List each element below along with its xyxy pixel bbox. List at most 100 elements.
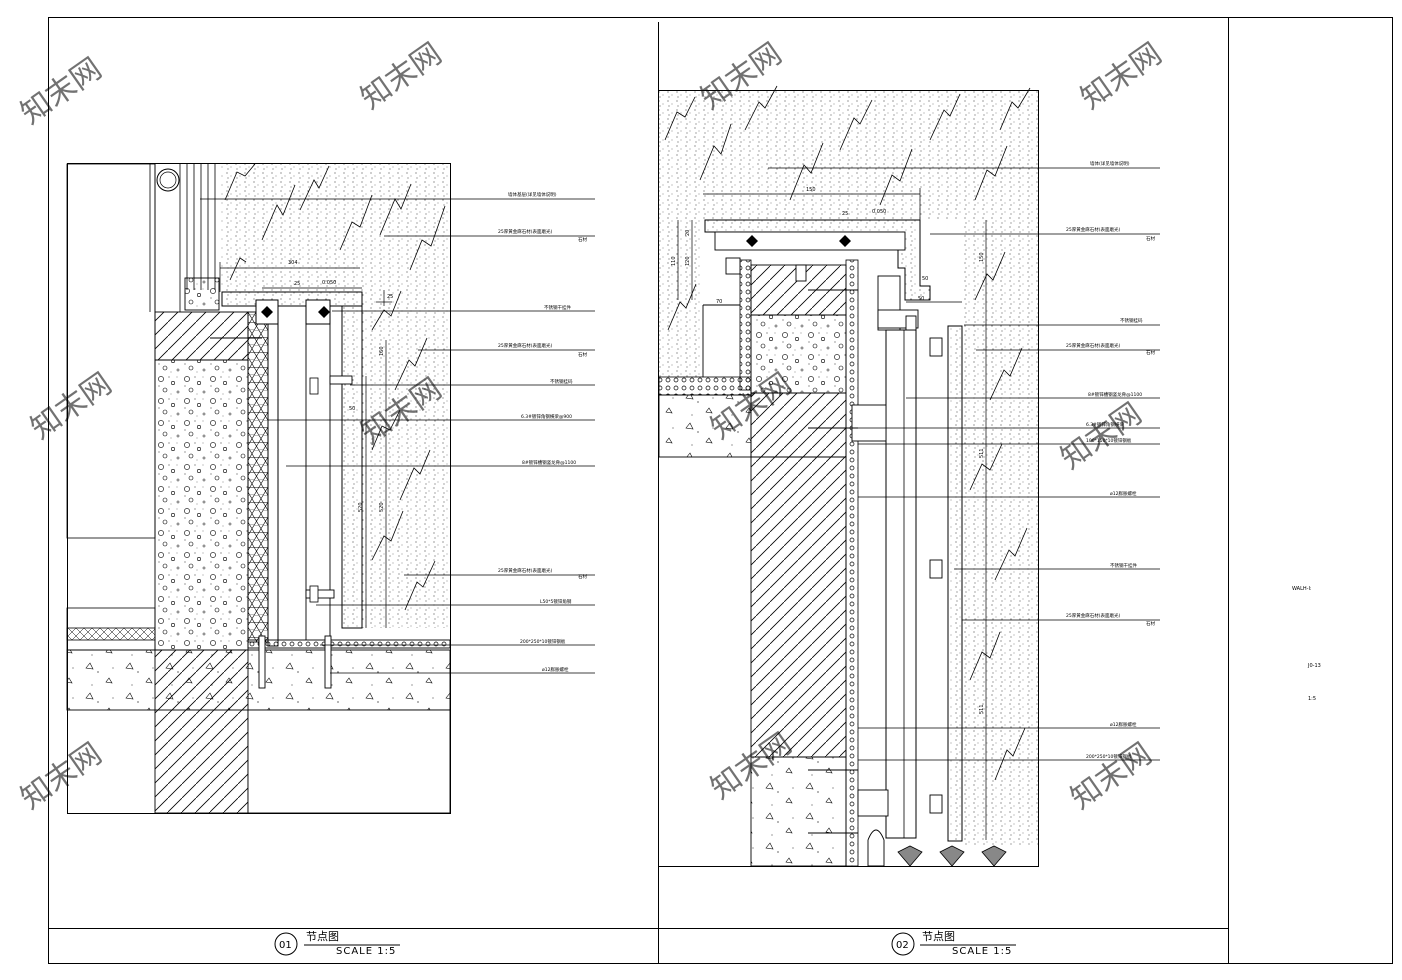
column-hatch (750, 392, 847, 458)
sheet-note: J0-13 (1307, 663, 1321, 669)
channel-keel (267, 319, 279, 647)
leader-label: 墙体基层(详见墙体说明) (508, 191, 557, 198)
stone-mass-top (659, 91, 1038, 219)
detail-02-drawing: 150 0.050 25 110 120 20 150 50 50 511 51… (658, 85, 1160, 867)
slab-edge (658, 394, 752, 458)
leader-label: 石材 (1146, 620, 1155, 627)
leader-lines (768, 167, 1160, 761)
watermark: 知末网 (1055, 396, 1149, 476)
watermark: 知末网 (15, 736, 109, 816)
dim-label: 0.050 (872, 209, 886, 215)
watermark: 知末网 (25, 366, 119, 446)
title-block-02: 02 节点图 SCALE 1:5 (891, 930, 1016, 957)
leader-label: 石材 (1146, 235, 1155, 242)
detail-01-drawing: 304 0.050 25 25 160 50 520 520 墙体基层(详见墙体… (66, 163, 595, 814)
dimension-lines (219, 262, 392, 628)
leader-label: 8#镀锌槽钢竖龙骨@1100 (522, 459, 576, 466)
outer-frame (48, 17, 1393, 964)
perforated-sheet (845, 259, 859, 867)
dim-label: 20 (685, 230, 691, 236)
perforated-sheet (739, 259, 752, 391)
watermark: 知末网 (15, 51, 109, 131)
base-plate (247, 639, 451, 649)
steel-plate (857, 789, 889, 817)
leader-label: 200*250*10镀锌钢板 (1086, 753, 1132, 760)
dim-label: 70 (716, 299, 722, 305)
stone-wall-upper (220, 164, 450, 292)
leader-label: 25厚黄金麻石材(表面磨光) (1066, 342, 1120, 349)
angle-bracket (305, 589, 335, 599)
sheet-note: 1:5 (1308, 696, 1316, 702)
stone-panel-vertical (341, 305, 363, 629)
masonry-wall (66, 163, 156, 539)
dim-label: 50 (922, 276, 928, 282)
bolt-symbol (261, 306, 330, 318)
dim-label: 511 (979, 448, 985, 458)
detail-scale: SCALE 1:5 (336, 946, 396, 957)
stone-mass-right (962, 219, 1038, 847)
leader-label: 25厚黄金麻石材(表面磨光) (498, 228, 552, 235)
dim-label: 25 (842, 211, 848, 217)
dim-label: 50 (349, 406, 355, 412)
leader-label: 石材 (578, 573, 587, 580)
detail-number-circle (891, 932, 915, 956)
watermark: 知末网 (1075, 36, 1169, 116)
dim-label: 150 (979, 252, 985, 262)
detail-01-frame (67, 163, 451, 814)
leader-label: 墙体(详见墙体说明) (1090, 160, 1130, 167)
sheet-note: WALH-I: (1292, 586, 1312, 592)
leader-label: 不锈钢挂码 (1120, 317, 1143, 324)
wall-top-strip (658, 376, 752, 396)
dim-label: 50 (918, 296, 924, 302)
stone-cap (221, 291, 363, 307)
dim-label: 511 (979, 704, 985, 714)
masonry-wall (750, 456, 847, 758)
brackets (725, 257, 943, 814)
dim-label: 0.050 (322, 280, 336, 286)
anchor-bolts (808, 289, 858, 834)
dim-label: 160 (379, 346, 385, 356)
bolt-head (309, 377, 319, 395)
gravel-base (897, 845, 1007, 867)
watermark: 知末网 (355, 36, 449, 116)
stone-mass-left (659, 219, 703, 377)
detail-number: 02 (896, 940, 909, 951)
watermark: 知末网 (1065, 736, 1159, 816)
floor-membrane (66, 627, 156, 641)
detail-02-frame (658, 90, 1039, 867)
leader-label: ø12膨胀螺栓 (1110, 721, 1137, 728)
dim-label: 304 (288, 260, 298, 266)
lower-wall-hatch (154, 649, 249, 814)
dim-label: 110 (671, 256, 677, 266)
stone-crack-lines (224, 163, 446, 611)
angle-bracket (329, 375, 353, 385)
stone-wall-right (362, 292, 450, 628)
leader-label: 不锈钢干挂件 (544, 304, 571, 311)
leader-label: 25厚黄金麻石材(表面磨光) (498, 567, 552, 574)
leader-lines (200, 198, 595, 674)
stone-crack-lines (664, 85, 1031, 781)
detail-title: 节点图 (922, 930, 955, 943)
dim-label: 25 (387, 294, 393, 300)
bolt-head (309, 585, 319, 603)
title-block-01: 01 节点图 SCALE 1:5 (274, 930, 400, 957)
detail-number-circle (274, 932, 298, 956)
leader-label: 200*250*10镀锌钢板 (520, 638, 566, 645)
dim-label: 25 (294, 281, 300, 287)
channel-keel (885, 329, 917, 839)
dimension-lines (677, 188, 987, 840)
concrete-beam (154, 311, 249, 361)
stone-panel-vertical (947, 325, 963, 842)
leader-label: 石材 (578, 236, 587, 243)
leader-label: 石材 (1146, 349, 1155, 356)
leader-label: 6.3#镀锌角钢横梁@900 (521, 413, 572, 420)
floor-slab (66, 649, 451, 711)
column-base (750, 756, 847, 867)
leader-label: 8#镀锌槽钢竖龙骨@1100 (1088, 391, 1142, 398)
dim-label: 120 (685, 256, 691, 266)
stud-lines (149, 164, 216, 312)
leader-label: 6.3#镀锌角钢横梁 (1086, 421, 1124, 428)
leader-label: 25厚黄金麻石材(表面磨光) (1066, 226, 1120, 233)
anchor-bolt (324, 635, 332, 689)
